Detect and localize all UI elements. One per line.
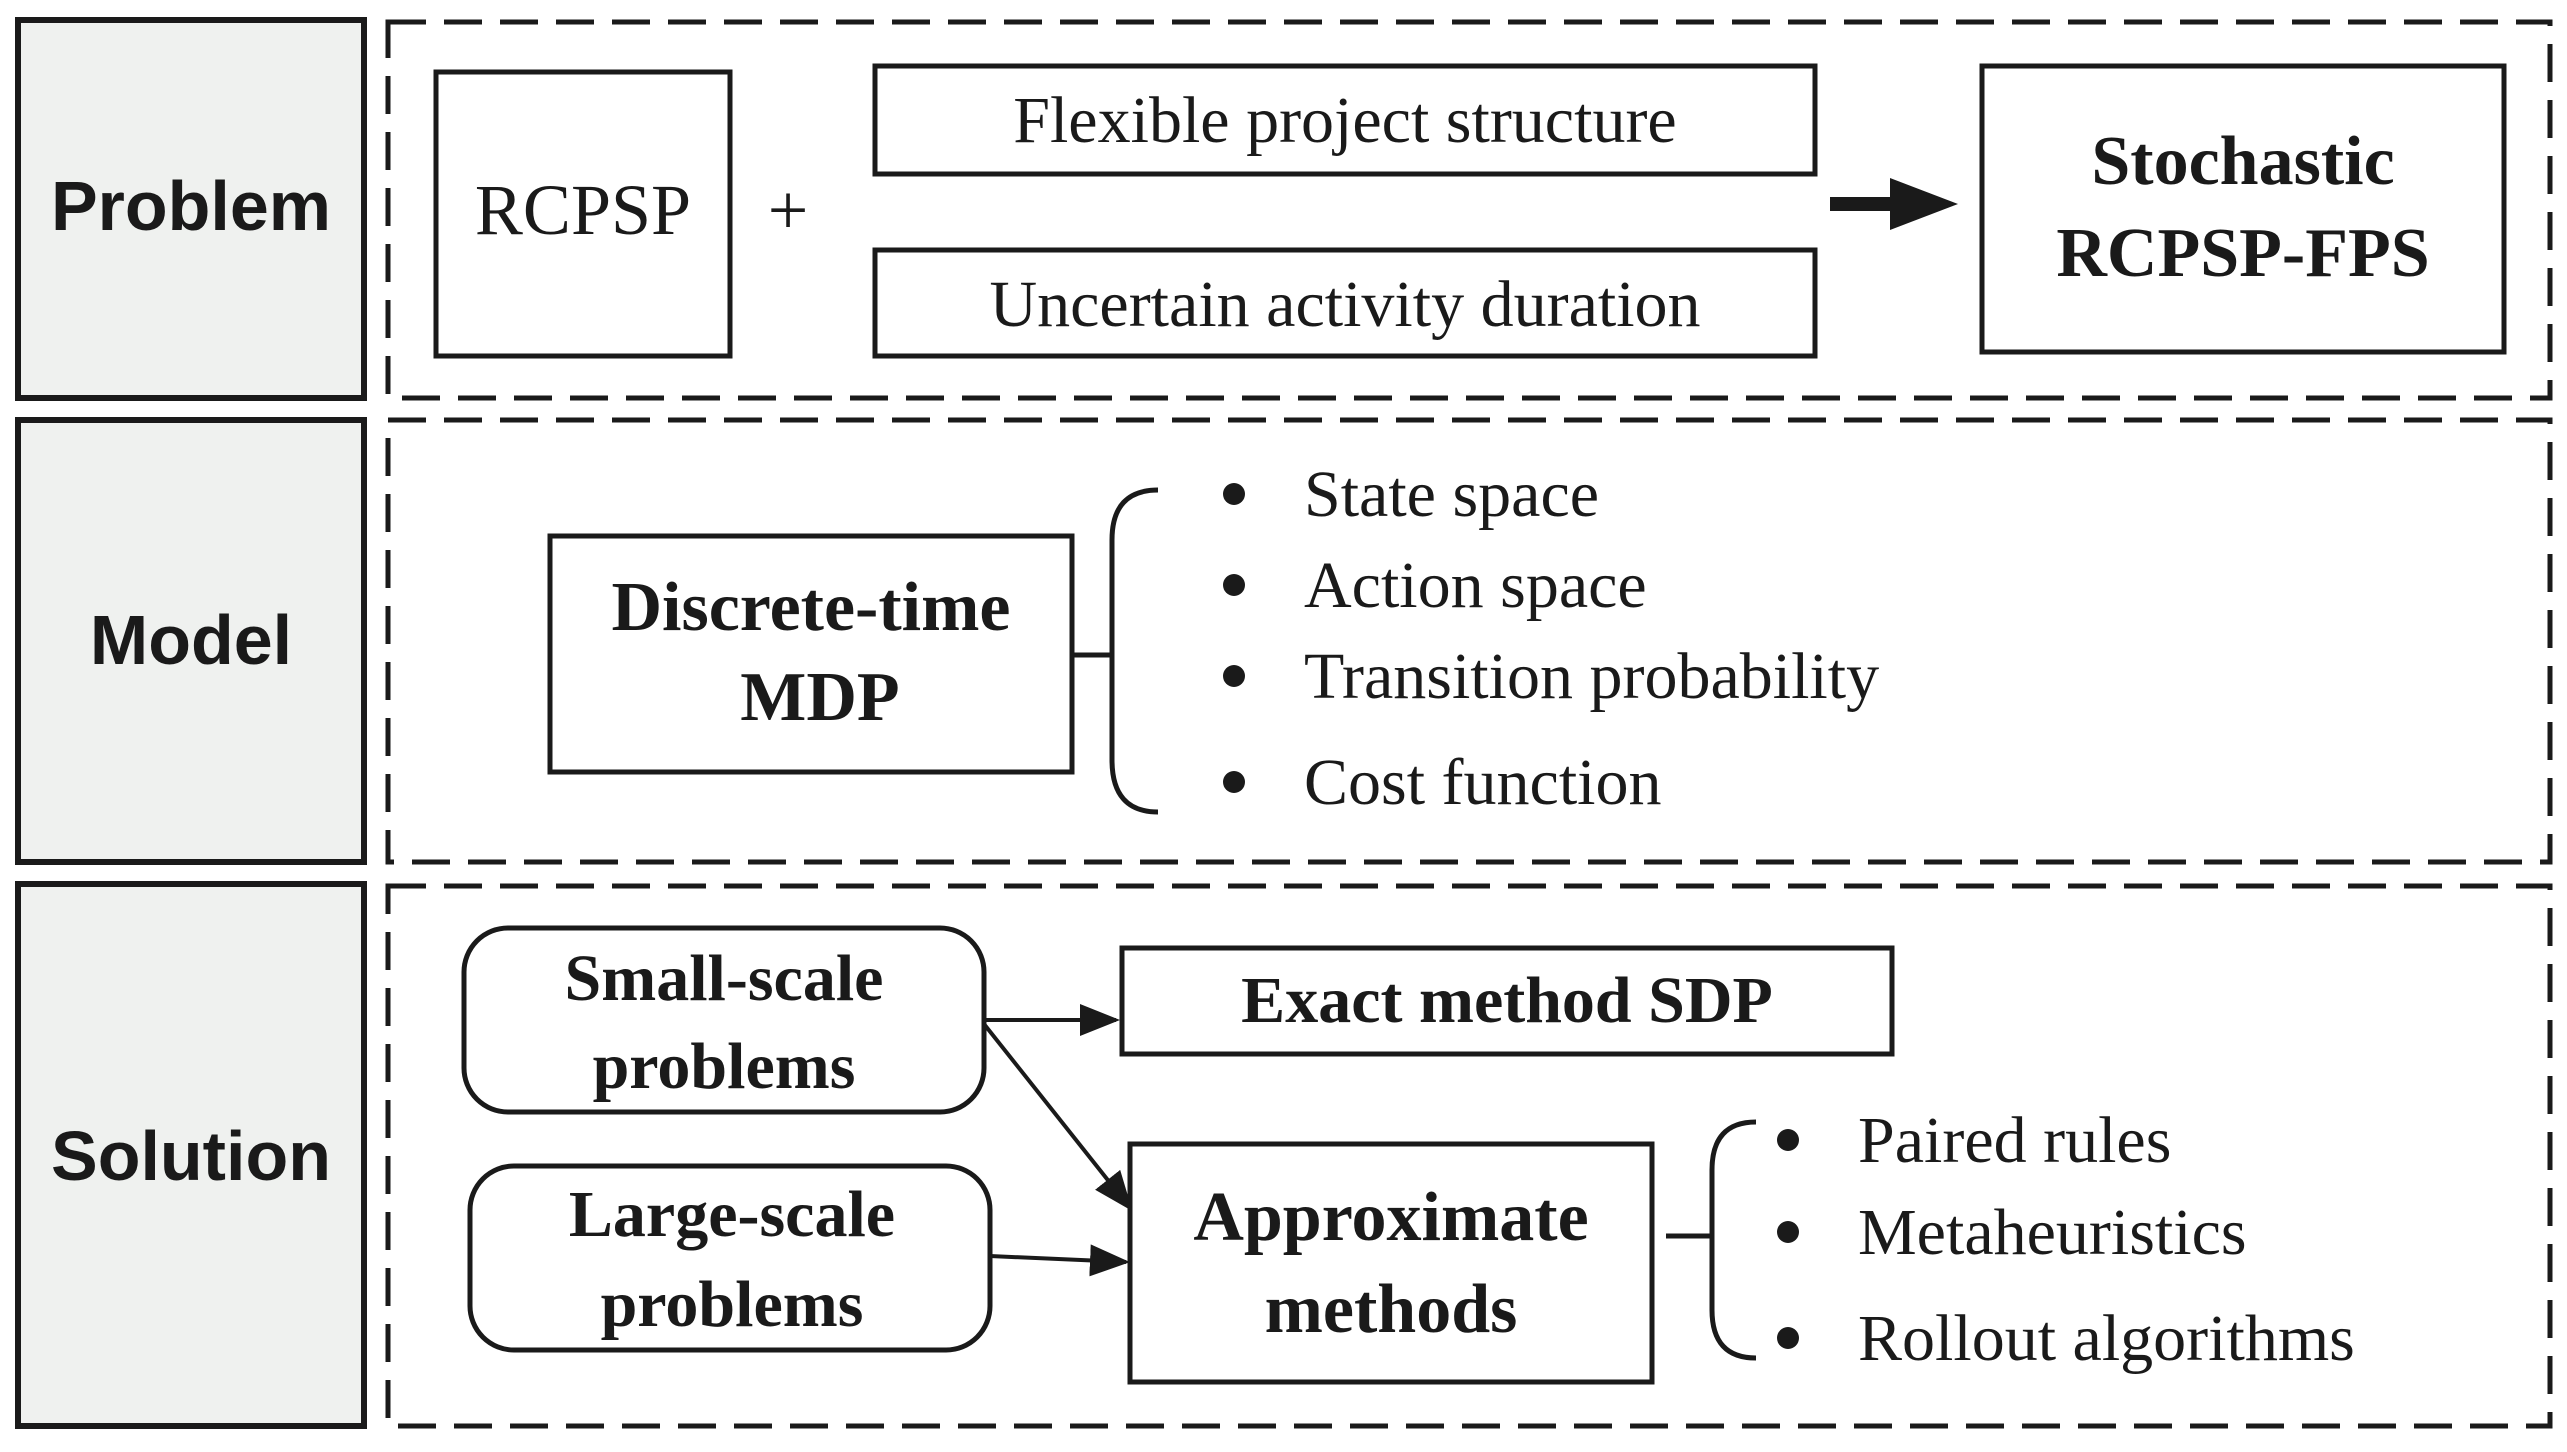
approx-line1: Approximate (1193, 1179, 1588, 1256)
rcpsp-box: RCPSP (433, 69, 733, 359)
stochastic-rcpsp-fps-box: Stochastic RCPSP-FPS (1979, 63, 2507, 355)
model-item-transition-probability: Transition probability (1304, 640, 1879, 713)
row-label-model: Model (15, 417, 367, 865)
model-item-state-space: State space (1304, 458, 1599, 531)
problem-arrow (1830, 178, 1958, 230)
bullet (1223, 665, 1245, 687)
small-scale-problems-box: Small-scale problems (461, 925, 987, 1115)
row-label-model-text: Model (90, 601, 292, 679)
solution-section-frame (385, 883, 2553, 1429)
arrow-small-to-approx (982, 1022, 1133, 1212)
bullet (1777, 1327, 1799, 1349)
plus-sign: + (768, 170, 809, 250)
problem-section-frame (385, 19, 2553, 401)
result-line2: RCPSP-FPS (2056, 215, 2429, 292)
model-item-cost-function: Cost function (1304, 746, 1662, 819)
large-scale-line2: problems (601, 1268, 864, 1341)
small-scale-line2: problems (593, 1030, 856, 1103)
arrow-large-to-approx (989, 1244, 1130, 1277)
bullet (1223, 483, 1245, 505)
small-scale-line1: Small-scale (565, 942, 884, 1015)
solution-item-metaheuristics: Metaheuristics (1858, 1196, 2247, 1269)
flexible-structure-box: Flexible project structure (872, 63, 1818, 177)
model-section-frame (385, 417, 2553, 865)
mdp-line1: Discrete-time (611, 569, 1010, 646)
exact-method-label: Exact method SDP (1241, 964, 1773, 1037)
model-item-list: State space Action space Transition prob… (1223, 458, 1879, 819)
model-brace (1109, 487, 1159, 815)
exact-method-sdp-box: Exact method SDP (1119, 945, 1895, 1057)
result-line1: Stochastic (2091, 123, 2394, 200)
bullet (1223, 574, 1245, 596)
discrete-time-mdp-box: Discrete-time MDP (547, 533, 1075, 775)
flexible-structure-label: Flexible project structure (1013, 84, 1676, 157)
row-label-problem: Problem (15, 17, 367, 401)
row-label-solution: Solution (15, 881, 367, 1429)
rcpsp-label: RCPSP (475, 170, 691, 250)
solution-item-list: Paired rules Metaheuristics Rollout algo… (1777, 1104, 2355, 1375)
bullet (1223, 771, 1245, 793)
large-scale-problems-box: Large-scale problems (467, 1163, 993, 1353)
solution-item-rollout-algorithms: Rollout algorithms (1858, 1302, 2355, 1375)
mdp-line2: MDP (740, 659, 899, 736)
model-item-action-space: Action space (1304, 549, 1647, 622)
row-label-problem-text: Problem (51, 167, 331, 245)
approx-line2: methods (1265, 1271, 1518, 1348)
uncertain-duration-box: Uncertain activity duration (872, 247, 1818, 359)
large-scale-line1: Large-scale (569, 1178, 895, 1251)
row-label-solution-text: Solution (51, 1117, 331, 1195)
solution-item-paired-rules: Paired rules (1858, 1104, 2171, 1177)
solution-brace (1709, 1119, 1757, 1361)
bullet (1777, 1129, 1799, 1151)
approximate-methods-box: Approximate methods (1127, 1141, 1655, 1385)
bullet (1777, 1221, 1799, 1243)
uncertain-duration-label: Uncertain activity duration (989, 268, 1700, 341)
